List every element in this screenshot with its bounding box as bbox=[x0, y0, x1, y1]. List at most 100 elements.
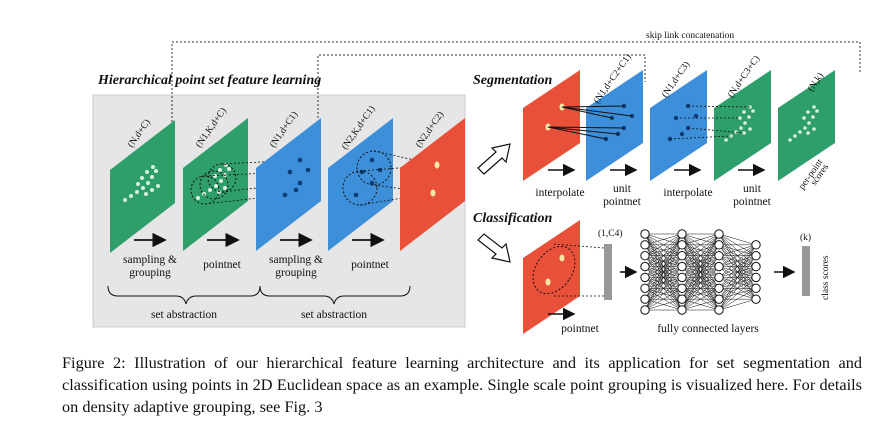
fc-edge bbox=[644, 288, 683, 311]
plane-grouped-points bbox=[196, 163, 231, 200]
heading-segmentation: Segmentation bbox=[473, 73, 553, 88]
seg-unit-1-b: pointnet bbox=[603, 196, 641, 208]
fc-edge bbox=[681, 233, 720, 246]
fc-neuron bbox=[714, 240, 724, 250]
fc-neuron bbox=[751, 240, 761, 250]
fc-neuron bbox=[714, 229, 724, 239]
fc-neuron bbox=[714, 283, 724, 293]
seg-plane-green bbox=[714, 70, 771, 181]
fc-neuron bbox=[640, 305, 650, 315]
fc-edge bbox=[718, 244, 757, 311]
seg-plane-output bbox=[778, 70, 835, 181]
fc-edge bbox=[681, 233, 720, 278]
fc-neuron bbox=[677, 251, 687, 261]
fc-neuron bbox=[677, 261, 687, 272]
label-k: (k) bbox=[800, 232, 811, 243]
fc-edge bbox=[718, 233, 757, 246]
fc-neuron bbox=[677, 240, 687, 250]
fc-neuron bbox=[677, 229, 687, 239]
fc-edge bbox=[718, 298, 757, 311]
step-sampling2-a: sampling & bbox=[269, 254, 323, 266]
fc-edge bbox=[644, 233, 683, 289]
fc-edge bbox=[718, 244, 757, 289]
plane-abstracted-1 bbox=[256, 118, 321, 251]
fc-neuron bbox=[640, 229, 650, 239]
fc-edge bbox=[681, 233, 720, 256]
fc-neuron bbox=[677, 305, 687, 315]
step-sampling1-a: sampling & bbox=[123, 254, 177, 266]
fc-neuron bbox=[714, 272, 724, 283]
fc-edge bbox=[644, 233, 683, 256]
plane-input-points bbox=[123, 165, 160, 202]
fc-neuron bbox=[640, 272, 650, 283]
fc-neuron bbox=[677, 283, 687, 293]
step-sampling1-b: grouping bbox=[129, 267, 171, 279]
cls-output bbox=[802, 246, 810, 296]
skip-link-label: skip link concatenation bbox=[646, 31, 734, 41]
fc-edge bbox=[718, 266, 757, 311]
fc-edge bbox=[681, 298, 720, 311]
fc-edge bbox=[644, 233, 683, 246]
fc-neuron bbox=[640, 283, 650, 293]
fc-neuron bbox=[640, 261, 650, 272]
plane-grouped-2-circles bbox=[342, 150, 392, 206]
fc-neuron bbox=[714, 251, 724, 261]
braces bbox=[107, 285, 411, 305]
seg-plane-blue-2 bbox=[650, 70, 707, 181]
fc-edge bbox=[681, 233, 720, 289]
fc-edge bbox=[681, 255, 720, 311]
plane-grouped-2-points bbox=[353, 157, 383, 198]
seg-plane-green-points bbox=[724, 105, 755, 142]
fc-neuron bbox=[714, 305, 724, 315]
seg-unit-1-a: unit bbox=[613, 183, 632, 195]
plane-abstracted-1-points bbox=[282, 157, 311, 198]
fc-neuron bbox=[751, 272, 761, 283]
fc-edge bbox=[681, 233, 720, 267]
architecture-figure: skip link concatenation Hierarchical poi… bbox=[92, 31, 861, 335]
step-sampling2-b: grouping bbox=[275, 267, 317, 279]
fc-edge bbox=[681, 266, 720, 311]
cls-project-lines bbox=[553, 243, 605, 297]
class-scores: class scores bbox=[821, 255, 831, 300]
fc-edge bbox=[718, 288, 757, 311]
plane-grouped-2 bbox=[328, 118, 393, 251]
fc-edge bbox=[644, 233, 683, 278]
fc-neuron bbox=[751, 294, 761, 304]
step-pointnet2: pointnet bbox=[351, 259, 389, 271]
fc-edge bbox=[681, 244, 720, 311]
seg-plane-output-points bbox=[788, 105, 819, 142]
fc-neuron bbox=[751, 251, 761, 261]
fc-edge bbox=[644, 266, 683, 311]
fc-edge bbox=[718, 244, 757, 267]
cls-plane-points bbox=[545, 254, 565, 286]
fc-edge bbox=[718, 244, 757, 278]
plane-abstracted-2 bbox=[400, 118, 465, 251]
fc-neuron bbox=[751, 283, 761, 293]
branch-arrows bbox=[477, 143, 511, 263]
fc-neuron bbox=[714, 261, 724, 272]
step-pointnet1: pointnet bbox=[203, 259, 241, 271]
cls-pointnet: pointnet bbox=[561, 323, 599, 335]
fc-neuron bbox=[640, 294, 650, 304]
heading-hierarchical: Hierarchical point set feature learning bbox=[97, 73, 321, 88]
cls-global-feature bbox=[604, 244, 612, 300]
seg-unit-2-a: unit bbox=[743, 183, 762, 195]
seg-interpolate-1: interpolate bbox=[535, 187, 584, 199]
fc-edge bbox=[644, 233, 683, 267]
fc-edge bbox=[718, 277, 757, 311]
cls-plane-red bbox=[523, 220, 580, 334]
fc-neuron bbox=[751, 261, 761, 272]
fc-edge bbox=[644, 298, 683, 311]
fc-neuron bbox=[677, 294, 687, 304]
fc-edge bbox=[644, 277, 683, 311]
seg-plane-red bbox=[523, 70, 580, 181]
fc-layers-label: fully connected layers bbox=[657, 323, 759, 335]
seg-skip-lines bbox=[669, 105, 751, 140]
label-c4: (1,C4) bbox=[598, 228, 623, 239]
fc-edge bbox=[681, 233, 720, 311]
fc-edge bbox=[644, 255, 683, 311]
set-abstraction-2: set abstraction bbox=[301, 309, 367, 321]
heading-classification: Classification bbox=[473, 211, 553, 226]
fc-edge bbox=[681, 277, 720, 311]
skip-link-lines bbox=[171, 41, 861, 122]
